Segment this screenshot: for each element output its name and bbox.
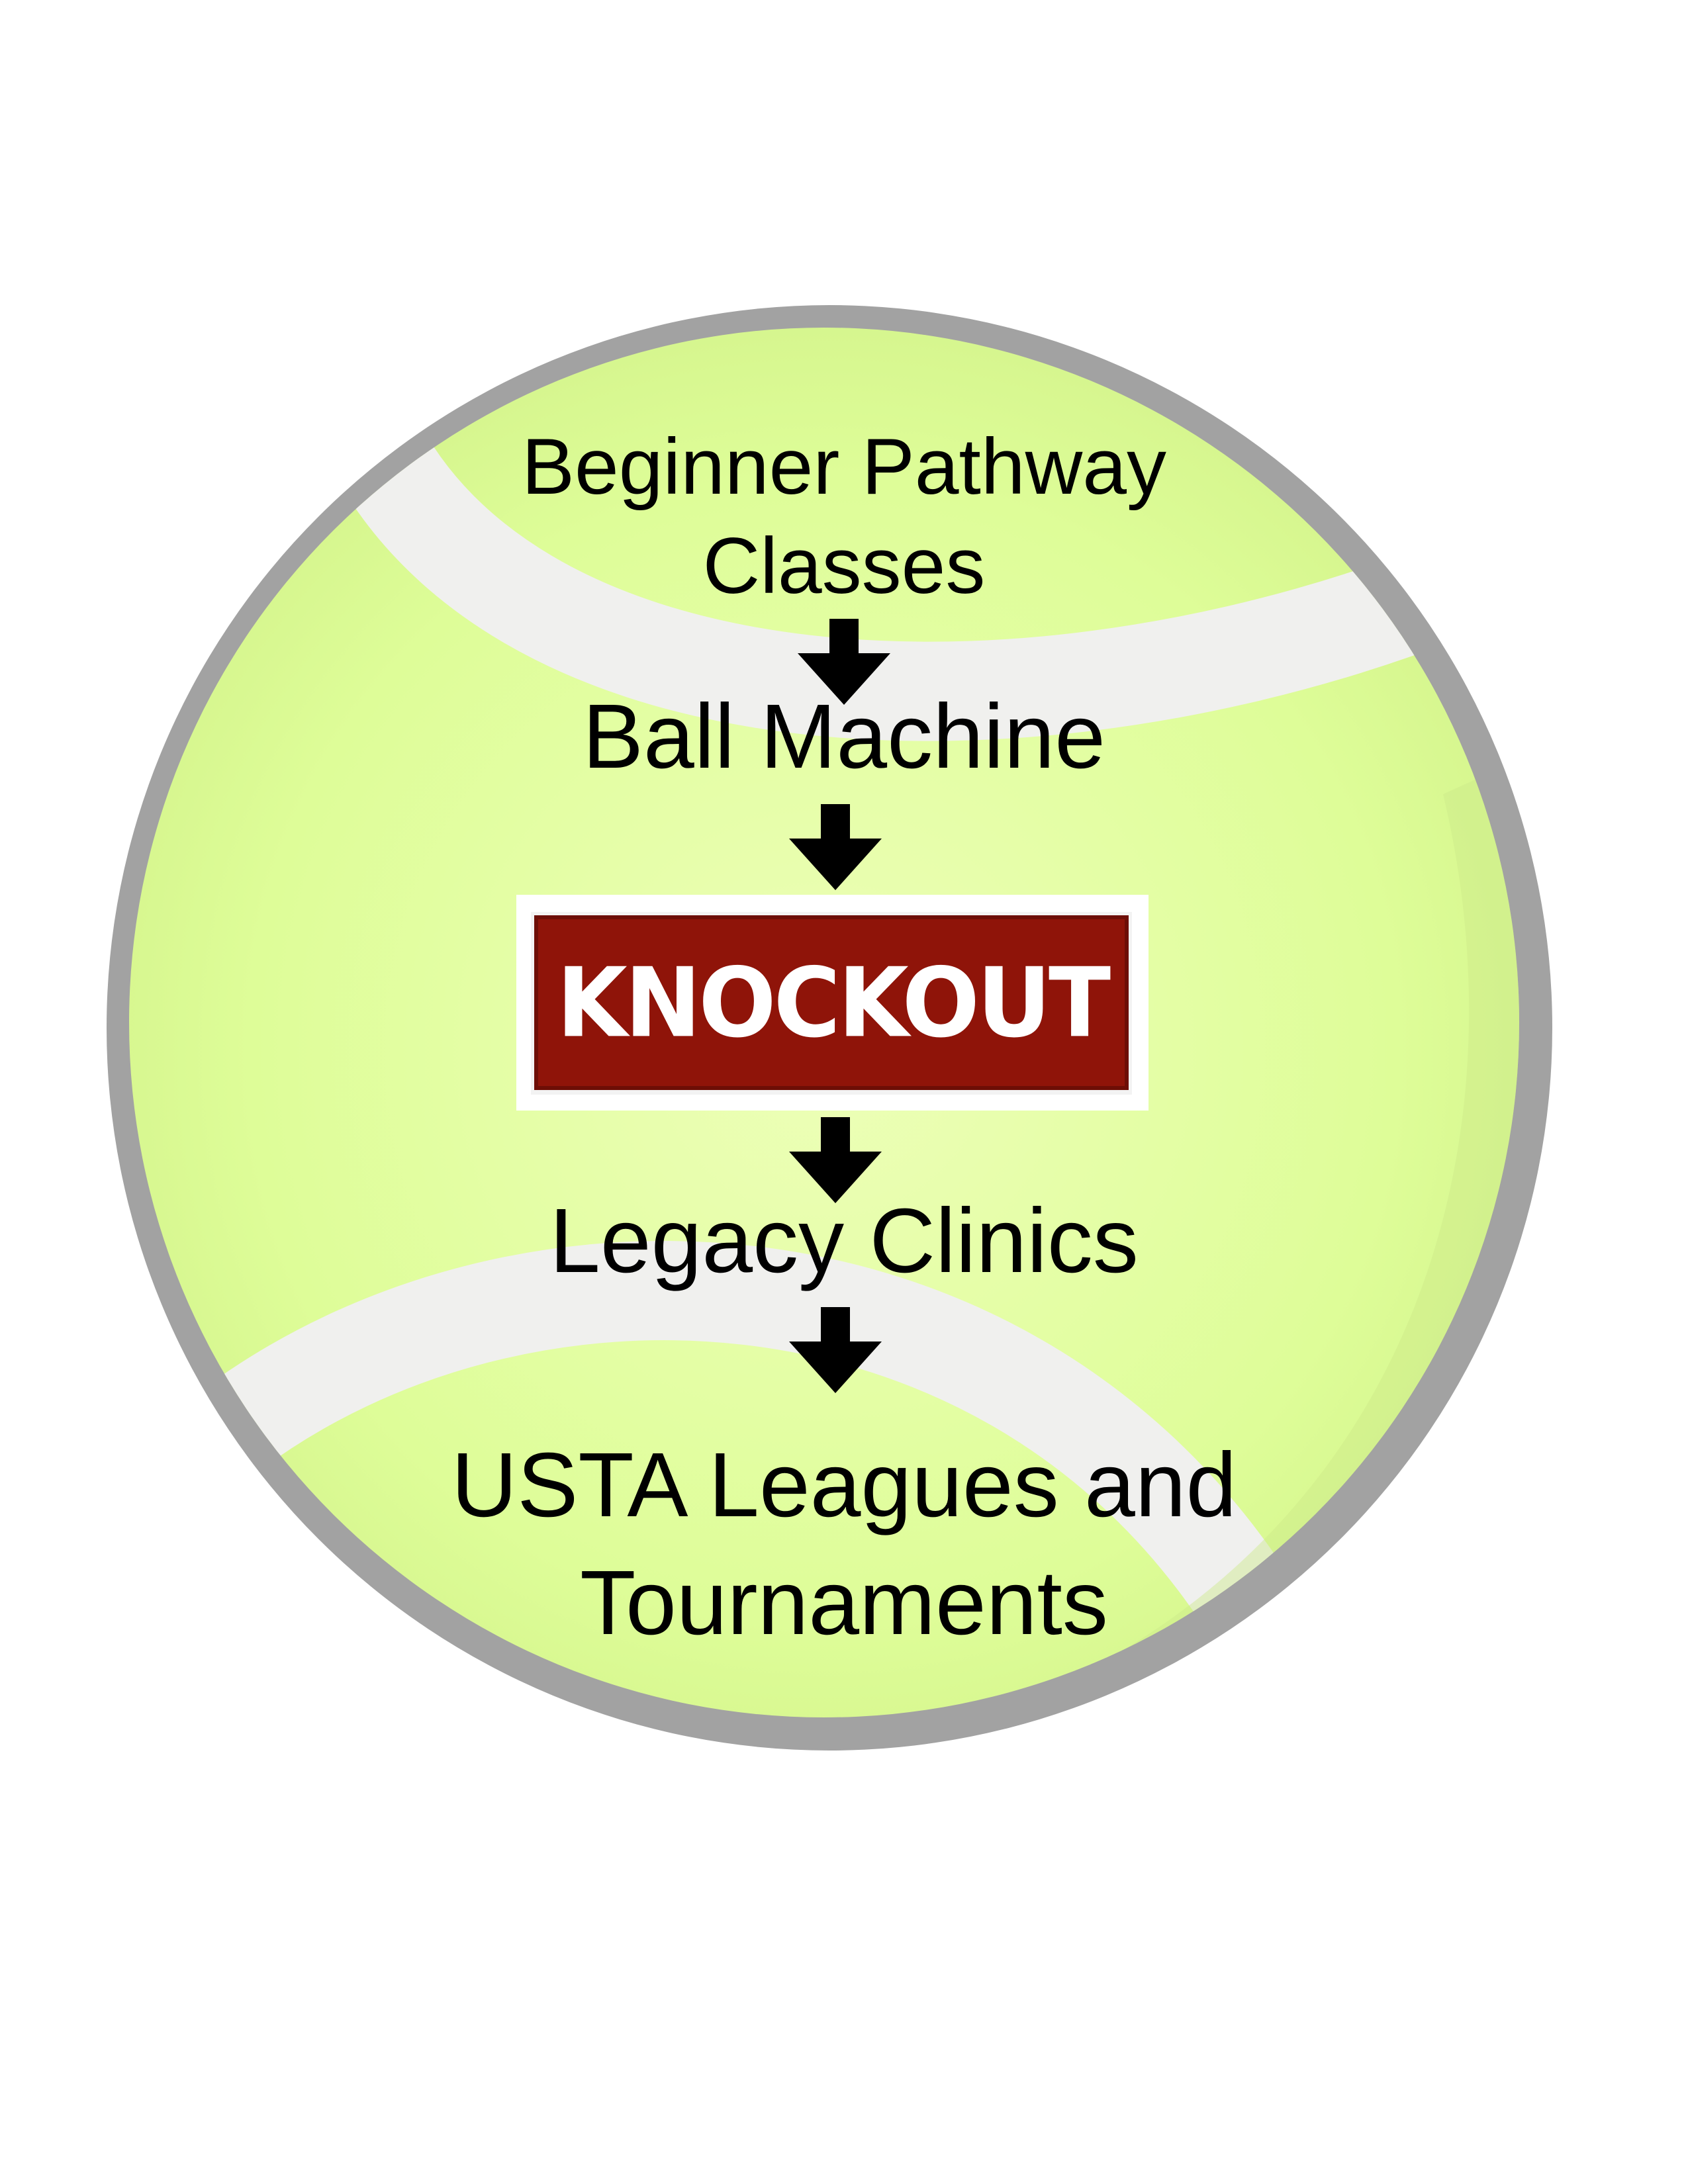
step-1-line-2: Classes xyxy=(702,522,986,610)
step-2-line-1: Ball Machine xyxy=(582,686,1106,788)
ball-seam-bottom xyxy=(182,1241,1288,1638)
knockout-label: KNOCKOUT xyxy=(556,946,1111,1059)
arrow-down-icon xyxy=(798,619,890,705)
step-beginner-pathway-classes: Beginner Pathway Classes xyxy=(182,417,1506,615)
step-5-line-1: USTA Leagues and xyxy=(451,1434,1237,1536)
arrow-down-icon xyxy=(789,804,882,890)
ball-seam-top xyxy=(318,381,1446,741)
step-4-line-1: Legacy Clinics xyxy=(549,1190,1139,1292)
arrow-down-icon xyxy=(789,1117,882,1203)
step-5-line-2: Tournaments xyxy=(580,1552,1108,1654)
step-legacy-clinics: Legacy Clinics xyxy=(182,1185,1506,1297)
step-1-line-1: Beginner Pathway xyxy=(522,422,1166,511)
step-usta-leagues-and-tournaments: USTA Leagues and Tournaments xyxy=(182,1426,1506,1662)
step-ball-machine: Ball Machine xyxy=(182,680,1506,793)
arrow-down-icon xyxy=(789,1307,882,1393)
knockout-badge-frame xyxy=(516,895,1149,1111)
knockout-badge: KNOCKOUT xyxy=(516,887,1149,1118)
